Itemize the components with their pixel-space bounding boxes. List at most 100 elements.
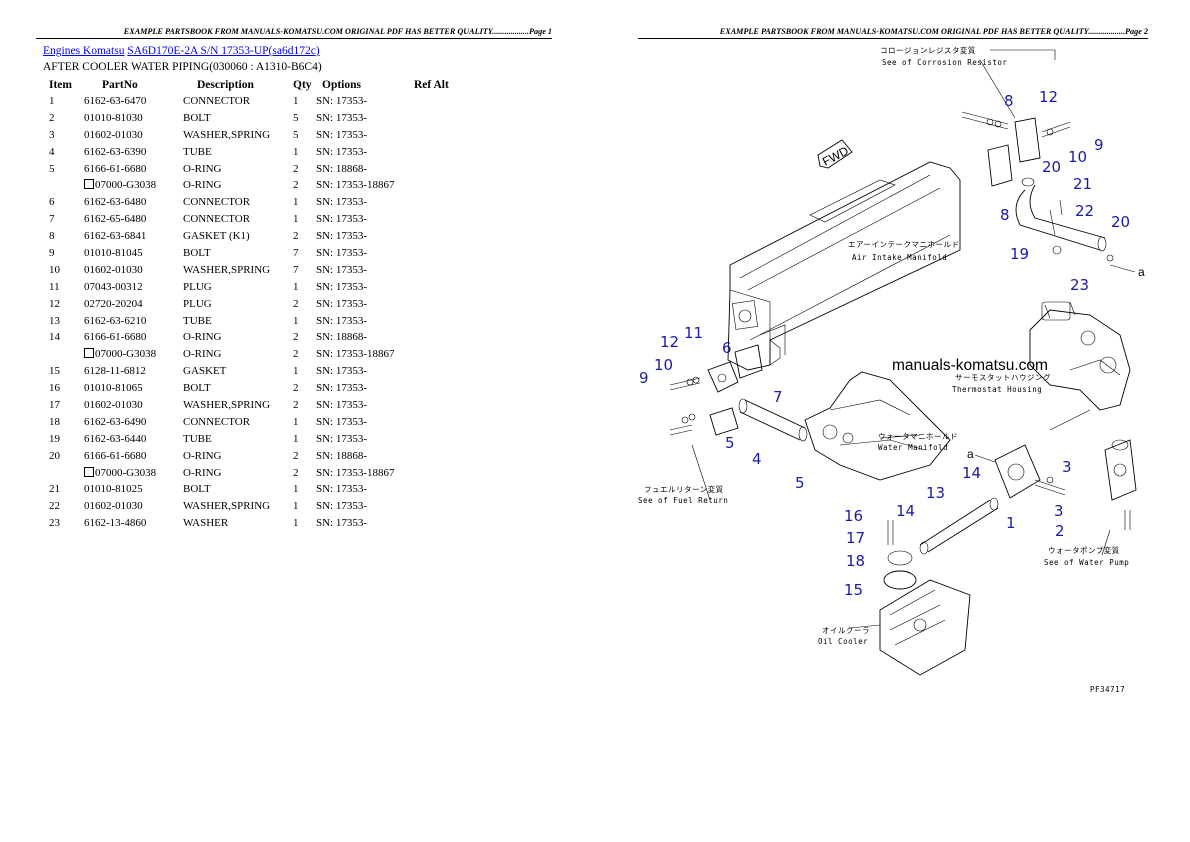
cell-partno: 6166-61-6680 xyxy=(84,162,147,175)
cell-item: 20 xyxy=(49,449,60,462)
cell-partno: 07000-G3038 xyxy=(84,346,183,363)
cell-ref-alt xyxy=(414,363,464,380)
cell-ref-alt xyxy=(414,380,464,397)
cell-description: TUBE xyxy=(183,145,212,158)
cell-options: SN: 17353-18867 xyxy=(316,179,395,192)
cell-description: O-RING xyxy=(183,348,222,361)
cell-qty: 1 xyxy=(293,517,299,530)
cell-item xyxy=(43,346,84,363)
cell-item: 7 xyxy=(49,213,55,226)
cell-qty: 1 xyxy=(293,196,299,209)
cell-ref-alt xyxy=(414,194,464,211)
breadcrumb-link-engines[interactable]: Engines Komatsu xyxy=(43,45,125,57)
cell-description: O-RING xyxy=(183,179,222,192)
cell-qty: 2 xyxy=(293,449,299,462)
cell-description: GASKET (K1) xyxy=(183,230,250,243)
cell-qty: 2 xyxy=(293,297,299,310)
cell-partno: 01010-81030 xyxy=(84,111,143,124)
callout-3-upper: 3 xyxy=(1062,458,1072,476)
cell-options: SN: 17353- xyxy=(316,280,368,293)
callout-5-right: 5 xyxy=(795,474,805,492)
cell-options: SN: 17353- xyxy=(316,365,368,378)
callout-17: 17 xyxy=(846,529,865,547)
cell-partno: 6128-11-6812 xyxy=(84,365,146,378)
cell-partno: 6162-63-6841 xyxy=(84,230,147,243)
cell-qty: 1 xyxy=(293,483,299,496)
cell-options: SN: 17353- xyxy=(316,517,368,530)
cell-ref-alt xyxy=(414,228,464,245)
cell-qty: 5 xyxy=(293,111,299,124)
cell-partno: 6166-61-6680 xyxy=(84,331,147,344)
cell-item: 21 xyxy=(49,483,60,496)
cell-item: 6 xyxy=(49,196,55,209)
cell-description: CONNECTOR xyxy=(183,415,251,428)
cell-qty: 7 xyxy=(293,263,299,276)
col-header-item: Item xyxy=(49,78,72,91)
cell-qty: 1 xyxy=(293,94,299,107)
connector-7-drawing xyxy=(961,111,1071,187)
water-manifold-drawing xyxy=(804,371,951,481)
cell-item: 1 xyxy=(49,94,55,107)
cell-qty: 2 xyxy=(293,162,299,175)
cell-options: SN: 17353- xyxy=(316,398,368,411)
label-water-pump-jp: ウォータポンプ変質 xyxy=(1048,545,1120,555)
svg-text:FWD: FWD xyxy=(820,143,851,168)
cell-item: 18 xyxy=(49,415,60,428)
cell-ref-alt xyxy=(414,515,464,532)
cell-partno: 6166-61-6680 xyxy=(84,449,147,462)
connector-6-drawing xyxy=(669,361,739,436)
cell-ref-alt xyxy=(414,329,464,346)
callout-10-left: 10 xyxy=(654,356,673,374)
cell-item: 22 xyxy=(49,500,60,513)
cell-qty: 2 xyxy=(293,398,299,411)
label-fuel-return-en: See of Fuel Return xyxy=(638,496,728,505)
cell-partno: 01010-81025 xyxy=(84,483,143,496)
cell-item xyxy=(43,177,84,194)
callout-7: 8 xyxy=(1004,92,1014,110)
cell-ref-alt xyxy=(414,296,464,313)
cell-qty: 2 xyxy=(293,179,299,192)
cell-partno: 6162-63-6440 xyxy=(84,432,147,445)
cell-item: 14 xyxy=(49,331,60,344)
cell-item: 10 xyxy=(49,263,60,276)
cell-ref-alt xyxy=(414,93,464,110)
cell-item: 17 xyxy=(49,398,60,411)
callout-20-right: 20 xyxy=(1111,213,1130,231)
callout-15: 15 xyxy=(844,581,863,599)
cell-description: TUBE xyxy=(183,432,212,445)
cell-options: SN: 18868- xyxy=(316,162,368,175)
breadcrumb-link-model[interactable]: SA6D170E-2A S/N 17353-UP(sa6d172c) xyxy=(127,45,320,57)
marker-a-left: a xyxy=(967,447,974,461)
col-header-qty: Qty xyxy=(293,78,312,91)
callout-2: 2 xyxy=(1055,522,1065,540)
cell-description: O-RING xyxy=(183,162,222,175)
cell-description: TUBE xyxy=(183,314,212,327)
parts-table: Item PartNo Description Qty Options Ref … xyxy=(43,76,464,532)
oil-cooler-drawing xyxy=(879,520,971,676)
cell-partno-text: 07000-G3038 xyxy=(95,466,157,479)
callout-4: 4 xyxy=(752,450,762,468)
cell-partno: 02720-20204 xyxy=(84,297,143,310)
cell-ref-alt xyxy=(414,177,464,194)
cell-options: SN: 17353- xyxy=(316,246,368,259)
cell-item: 9 xyxy=(49,246,55,259)
air-intake-manifold-drawing xyxy=(727,161,961,371)
fwd-arrow-icon: FWD xyxy=(817,139,853,169)
cell-qty: 2 xyxy=(293,348,299,361)
cell-partno-text: 07000-G3038 xyxy=(95,348,157,361)
figure-code: PF34717 xyxy=(1090,685,1125,694)
cell-qty: 1 xyxy=(293,213,299,226)
